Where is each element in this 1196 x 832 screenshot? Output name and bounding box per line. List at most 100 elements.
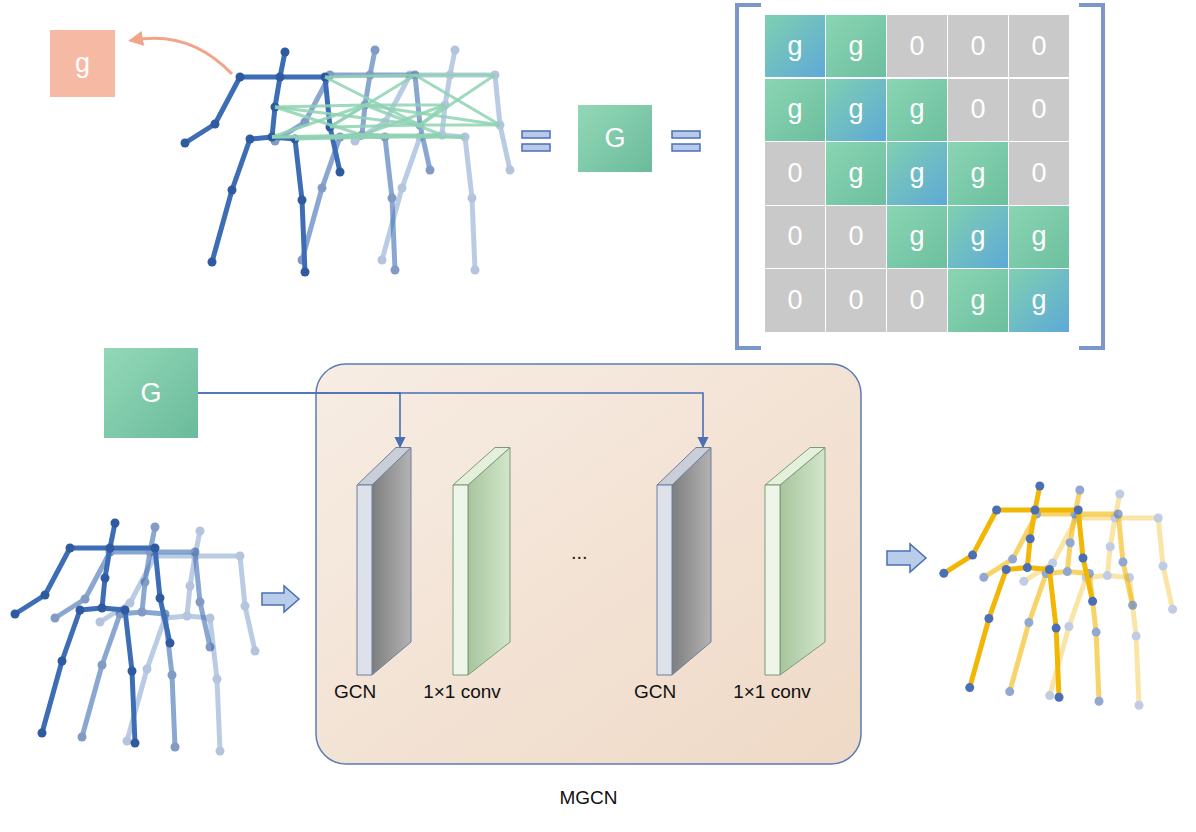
symbol-text: g — [909, 221, 924, 252]
bone — [1158, 518, 1163, 566]
joint — [1008, 555, 1017, 564]
bone — [302, 200, 305, 272]
layer-slab — [625, 447, 712, 709]
joint — [66, 544, 75, 553]
bone — [1118, 514, 1123, 562]
bone — [997, 508, 1035, 513]
bone — [187, 586, 190, 616]
joint — [151, 544, 160, 553]
bone — [465, 137, 472, 198]
joint — [228, 186, 237, 195]
bone — [212, 190, 232, 262]
layer-label: 1×1 conv — [423, 681, 501, 703]
matrix-cell: g — [765, 15, 825, 77]
bone — [402, 137, 420, 188]
joint — [1115, 490, 1124, 499]
skeleton — [271, 46, 435, 275]
bone — [1123, 562, 1133, 605]
temporal-link — [330, 125, 420, 127]
bone — [495, 75, 500, 125]
symbol-text: g — [970, 221, 985, 252]
slab-top — [453, 448, 510, 486]
joint — [141, 578, 150, 587]
slab-top — [765, 448, 825, 486]
bone — [145, 552, 150, 582]
skeleton — [939, 482, 1097, 702]
skeleton — [96, 527, 260, 756]
joint — [398, 184, 407, 193]
joint — [1114, 510, 1123, 519]
slab-front — [657, 485, 672, 675]
matrix-cell: g — [826, 15, 886, 77]
bone — [45, 548, 70, 595]
joint — [1132, 632, 1141, 641]
symbol-text: 0 — [1031, 31, 1046, 62]
symbol-text: 0 — [970, 31, 985, 62]
joint — [128, 667, 137, 676]
temporal-link — [415, 74, 495, 77]
bone — [500, 125, 510, 170]
matrix-cell: g — [826, 142, 886, 204]
bone — [1035, 508, 1078, 513]
skeleton — [979, 486, 1137, 706]
ellipsis: ... — [571, 541, 588, 564]
conv-layer: 1×1 conv — [415, 447, 525, 709]
bone — [132, 671, 135, 743]
joint — [1045, 691, 1054, 700]
symbol-text: g — [75, 48, 90, 79]
joint — [1119, 558, 1128, 567]
joint — [76, 606, 85, 615]
bone — [973, 510, 997, 555]
label-slot: MGCN — [315, 787, 862, 809]
joint — [1154, 514, 1163, 523]
joint — [78, 733, 87, 742]
joint — [106, 544, 115, 553]
joint — [131, 739, 140, 748]
joint — [1063, 567, 1072, 576]
bone — [272, 107, 275, 137]
matrix-bracket — [737, 5, 761, 348]
bone — [172, 675, 175, 747]
joint — [191, 548, 200, 557]
equals-sign — [522, 131, 550, 138]
joint — [1026, 534, 1035, 543]
joint — [984, 614, 993, 623]
joint — [1074, 506, 1083, 515]
matrix-cell: g — [1009, 269, 1069, 331]
bone — [989, 570, 1006, 619]
temporal-link — [365, 104, 445, 107]
bone — [240, 75, 280, 80]
joint — [451, 46, 460, 55]
bone — [280, 75, 325, 80]
slab-top — [657, 448, 711, 486]
bone — [200, 602, 210, 647]
joint — [1052, 624, 1061, 633]
bone — [195, 552, 200, 602]
skeleton — [181, 48, 345, 277]
bone — [472, 198, 475, 270]
bone — [445, 75, 450, 105]
matrix-cell: g — [887, 206, 947, 268]
matrix-cell: 0 — [887, 269, 947, 331]
joint — [206, 643, 215, 652]
joint — [181, 139, 190, 148]
joint — [1066, 538, 1075, 547]
bone — [362, 105, 365, 135]
bone — [1010, 622, 1029, 691]
joint — [1103, 571, 1112, 580]
symbol-text: 0 — [909, 285, 924, 316]
bone — [42, 661, 62, 733]
graph-box: G — [104, 348, 198, 438]
symbol-text: g — [1031, 221, 1046, 252]
joint — [171, 743, 180, 752]
matrix-cell: g — [765, 79, 825, 141]
bone — [1163, 566, 1173, 609]
joint — [992, 506, 1001, 515]
slab-front — [357, 485, 372, 675]
joint — [1106, 542, 1115, 551]
matrix-cell: g — [887, 79, 947, 141]
symbol-text: g — [970, 285, 985, 316]
joint — [58, 657, 67, 666]
symbol-text: g — [848, 158, 863, 189]
joint — [426, 166, 435, 175]
